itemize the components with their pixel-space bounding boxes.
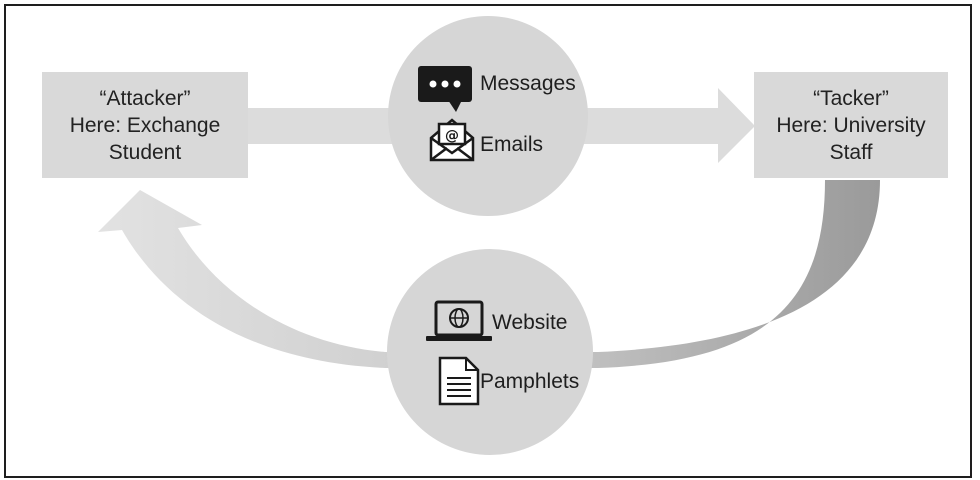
svg-text:@: @ [445,128,459,144]
outbound-channel-circle [388,16,588,216]
pamphlets-label: Pamphlets [480,370,580,393]
attacker-role-line2: Student [108,140,182,164]
website-label: Website [492,311,568,334]
chat-bubble-icon [418,66,472,112]
target-box: “Tacker” Here: University Staff [754,72,948,178]
laptop-globe-icon [426,300,492,341]
return-channel-circle [387,249,593,455]
attacker-box: “Attacker” Here: Exchange Student [42,72,248,178]
target-role-line1: Here: University [776,113,926,137]
document-icon [438,356,480,406]
messages-label: Messages [480,72,576,95]
emails-label: Emails [480,133,544,156]
attacker-title: “Attacker” [99,86,191,110]
target-role-line2: Staff [829,140,873,164]
target-title: “Tacker” [813,86,889,110]
email-envelope-icon: @ [429,118,475,162]
attacker-role-line1: Here: Exchange [69,113,221,137]
